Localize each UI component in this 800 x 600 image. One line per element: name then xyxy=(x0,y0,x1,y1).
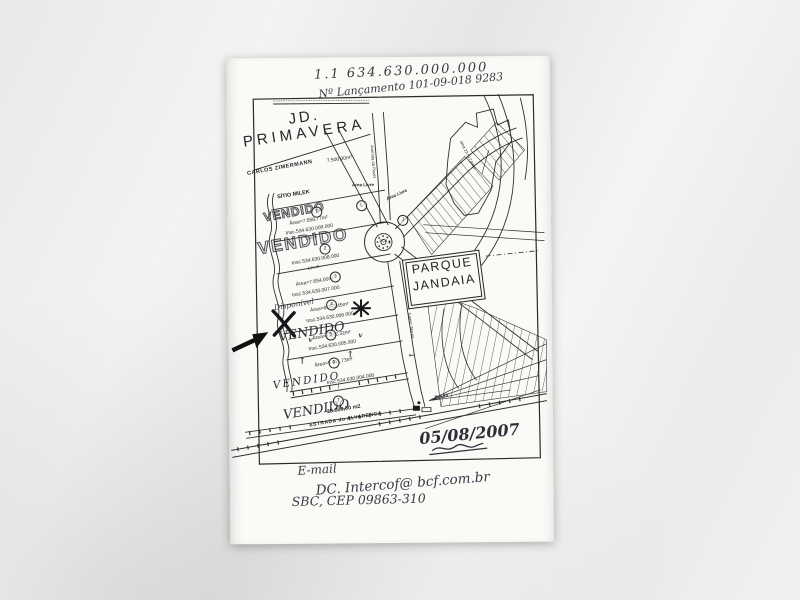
lot-boundaries xyxy=(245,189,417,439)
roundabout xyxy=(363,221,405,263)
tick-check: v xyxy=(308,334,313,344)
lot-marker: 3 xyxy=(329,271,341,283)
scanned-map-page: 1.1 634.630.000.000 Nº Lançamento 101-09… xyxy=(225,55,555,545)
map-linework xyxy=(231,93,548,465)
lot-marker: 2 xyxy=(319,243,331,255)
area-livre-left-marker: L xyxy=(356,200,368,212)
lot-marker: 6 xyxy=(328,357,340,369)
roads xyxy=(253,93,545,409)
tick-up-arrow: ↑ xyxy=(298,356,307,367)
email-label: E-mail xyxy=(297,461,338,478)
praca-label: PÇA xyxy=(379,239,388,244)
estrada-road xyxy=(231,389,547,458)
park-name-box: PARQUE JANDAIA xyxy=(401,249,486,310)
arrow-annotation xyxy=(231,332,269,353)
area-livre-right-marker: J xyxy=(397,214,409,226)
star-annotation xyxy=(351,299,372,318)
creek xyxy=(267,192,293,392)
lot-marker: 7 xyxy=(332,395,344,407)
tick-up-arrow: ↑ xyxy=(346,350,355,361)
hatched-area xyxy=(406,121,548,407)
reserved-polygon xyxy=(445,108,513,216)
entrance-structure xyxy=(412,401,432,413)
lot-marker: 4 xyxy=(325,299,338,311)
tick-left-arrow: ← xyxy=(408,349,416,360)
signature xyxy=(429,442,488,456)
tick-check: v xyxy=(358,330,363,340)
x-mark-annotation xyxy=(271,309,297,338)
area-livre-left-label: Área Livre xyxy=(351,182,375,188)
lot-marker: 5 xyxy=(325,329,337,341)
fine-print-line xyxy=(273,102,370,105)
lot-marker: 1 xyxy=(311,206,323,218)
